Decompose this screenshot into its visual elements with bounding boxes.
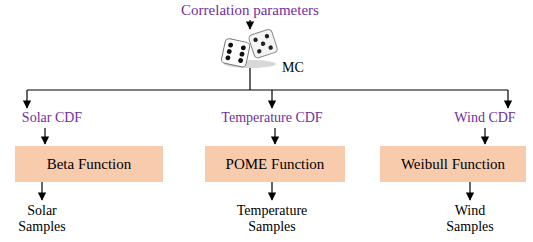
process-box: POME Function <box>205 146 345 182</box>
output-label: Temperature Samples <box>227 203 317 235</box>
process-box: Weibull Function <box>380 146 526 182</box>
output-label: Solar Samples <box>7 203 77 235</box>
flow-label: Temperature CDF <box>221 110 322 126</box>
flow-label: MC <box>282 60 304 76</box>
flow-label: Solar CDF <box>22 110 82 126</box>
dice-icon <box>221 29 278 68</box>
box-label: POME Function <box>218 156 333 173</box>
flow-label: Wind CDF <box>454 110 515 126</box>
box-label: Beta Function <box>39 156 140 173</box>
flow-label: Correlation parameters <box>181 2 319 18</box>
process-box: Beta Function <box>15 146 163 182</box>
output-label: Wind Samples <box>435 203 505 235</box>
box-label: Weibull Function <box>393 156 513 173</box>
